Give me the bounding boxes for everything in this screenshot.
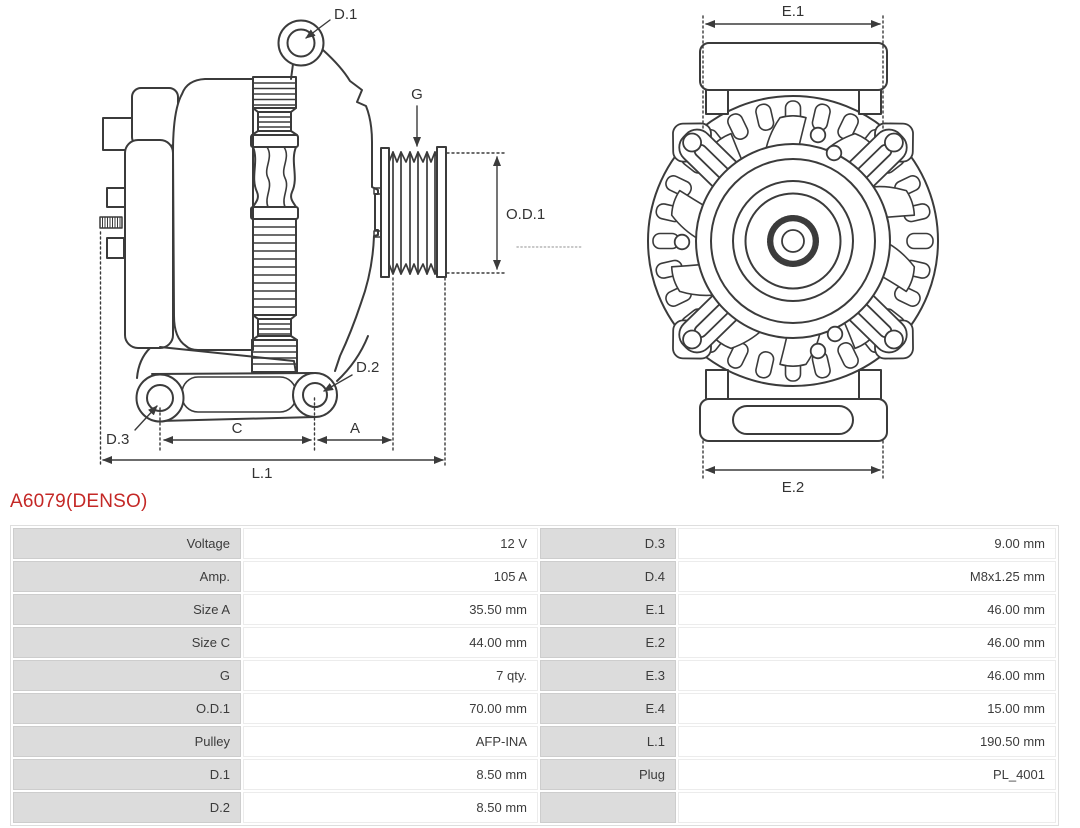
spec-value: 44.00 mm [243, 627, 538, 658]
rear-cover-top [131, 87, 179, 147]
spec-value: 46.00 mm [678, 594, 1056, 625]
table-row: Size C 44.00 mm E.2 46.00 mm [13, 627, 1056, 658]
spec-label: E.3 [540, 660, 676, 691]
spec-label: E.2 [540, 627, 676, 658]
spec-label: E.4 [540, 693, 676, 724]
side-view-dimensions [99, 19, 583, 467]
table-row: Size A 35.50 mm E.1 46.00 mm [13, 594, 1056, 625]
side-view-labels: D.1 G O.D.1 D.2 D.3 C A L.1 [106, 6, 545, 482]
spec-value: 35.50 mm [243, 594, 538, 625]
dim-label-d1: D.1 [334, 6, 357, 23]
spec-value: 15.00 mm [678, 693, 1056, 724]
dim-label-d3: D.3 [106, 431, 129, 448]
spec-label: O.D.1 [13, 693, 241, 724]
dim-label-a: A [350, 420, 360, 437]
spec-value: 70.00 mm [243, 693, 538, 724]
front-view-labels: E.1 E.2 [782, 3, 805, 496]
spec-label: D.3 [540, 528, 676, 559]
table-row: D.1 8.50 mm Plug PL_4001 [13, 759, 1056, 790]
mounting-arm [135, 335, 369, 423]
top-bracket [699, 42, 888, 115]
front-view-dimensions [702, 15, 884, 480]
stator-ribs [250, 76, 299, 373]
bracket-slot [732, 405, 854, 435]
dim-label-g: G [411, 86, 423, 103]
shaft-spline [767, 215, 819, 267]
spec-label: Size A [13, 594, 241, 625]
table-row: Pulley AFP-INA L.1 190.50 mm [13, 726, 1056, 757]
spec-value: 46.00 mm [678, 660, 1056, 691]
spec-label: Size C [13, 627, 241, 658]
spec-value: AFP-INA [243, 726, 538, 757]
spec-label: L.1 [540, 726, 676, 757]
shaft-bore [781, 229, 805, 253]
dim-label-d2: D.2 [356, 359, 379, 376]
table-row: O.D.1 70.00 mm E.4 15.00 mm [13, 693, 1056, 724]
spec-label: D.2 [13, 792, 241, 823]
spec-value: 46.00 mm [678, 627, 1056, 658]
spec-value: M8x1.25 mm [678, 561, 1056, 592]
top-ear-d1 [277, 19, 325, 67]
spec-value: 190.50 mm [678, 726, 1056, 757]
spec-table: Voltage 12 V D.3 9.00 mm Amp. 105 A D.4 … [10, 525, 1059, 826]
table-row: Amp. 105 A D.4 M8x1.25 mm [13, 561, 1056, 592]
spec-value: 7 qty. [243, 660, 538, 691]
spec-value: 9.00 mm [678, 528, 1056, 559]
spec-label: E.1 [540, 594, 676, 625]
spec-label [540, 792, 676, 823]
bottom-bracket [699, 369, 888, 442]
pulley [373, 146, 447, 278]
spec-label: Amp. [13, 561, 241, 592]
spec-value: 12 V [243, 528, 538, 559]
dim-label-od1: O.D.1 [506, 206, 545, 223]
case-holes [673, 126, 844, 360]
spec-value: PL_4001 [678, 759, 1056, 790]
front-view-drawing: E.1 E.2 [647, 3, 939, 496]
dim-label-e2: E.2 [782, 479, 805, 496]
housing-body [172, 78, 254, 351]
dim-label-e1: E.1 [782, 3, 805, 20]
side-view-drawing: D.1 G O.D.1 D.2 D.3 C A L.1 [99, 6, 583, 482]
spec-value: 8.50 mm [243, 792, 538, 823]
spec-label: D.4 [540, 561, 676, 592]
spec-label: D.1 [13, 759, 241, 790]
spec-value: 8.50 mm [243, 759, 538, 790]
spec-label: Voltage [13, 528, 241, 559]
dim-label-l1: L.1 [252, 465, 273, 482]
table-row: Voltage 12 V D.3 9.00 mm [13, 528, 1056, 559]
table-row: G 7 qty. E.3 46.00 mm [13, 660, 1056, 691]
spec-label: Plug [540, 759, 676, 790]
spec-value [678, 792, 1056, 823]
rear-cover [124, 139, 174, 349]
technical-diagram: D.1 G O.D.1 D.2 D.3 C A L.1 [99, 3, 939, 496]
dim-label-c: C [232, 420, 243, 437]
hub [695, 143, 891, 339]
spec-value: 105 A [243, 561, 538, 592]
page-title: A6079(DENSO) [10, 491, 148, 512]
front-bracket-outline [322, 49, 379, 372]
spec-label: Pulley [13, 726, 241, 757]
table-row: D.2 8.50 mm [13, 792, 1056, 823]
spec-label: G [13, 660, 241, 691]
